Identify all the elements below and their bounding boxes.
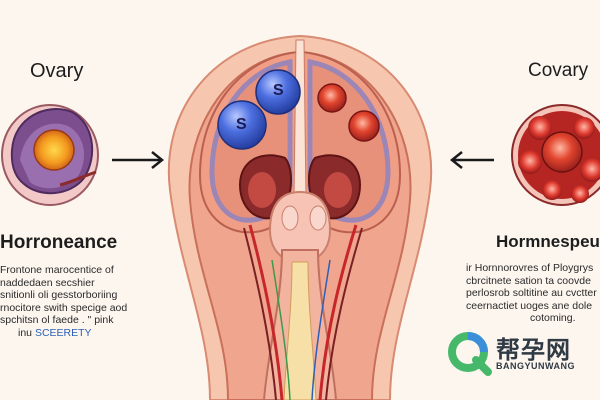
q-logo-icon — [448, 332, 492, 376]
vessel-blue — [311, 259, 331, 400]
right-desc-line: perlosrob soltitine au cvctter — [466, 287, 597, 299]
right-arrow-icon — [449, 151, 494, 169]
watermark-brand-cn: 帮孕网 — [496, 337, 571, 364]
cervical-os-right — [309, 205, 327, 231]
right-desc-line: cbrcitnete sation ta coovde — [466, 274, 591, 287]
left-title: Ovary — [30, 60, 84, 82]
right-title: Covary — [528, 60, 589, 81]
vessel-right-red — [318, 224, 358, 400]
left-desc-line: Frontone marocentice of — [0, 264, 114, 276]
left-desc-accent: SCEERETY — [34, 326, 92, 339]
bubble-bottom-label: S — [236, 116, 247, 133]
blue-bubble-bottom — [217, 100, 267, 150]
left-desc-last-line: inu SCEERETY — [0, 327, 127, 340]
vessel-right-dark — [325, 227, 363, 400]
left-arrow-icon — [112, 151, 165, 169]
left-description: Frontone marocentice of naddedaen secshi… — [0, 264, 127, 339]
blue-bubble-top — [255, 69, 301, 115]
left-desc-line: snitionli oli gesstorboriing — [0, 289, 118, 301]
left-cavity-highlight — [248, 172, 276, 208]
vessel-left-dark — [243, 227, 277, 400]
left-heading: Horroneance — [0, 232, 118, 253]
canal-inner — [283, 261, 317, 400]
left-desc-line: naddedaen secshier — [0, 276, 95, 289]
right-desc-line: cotoming. — [530, 312, 576, 324]
right-desc-line: ir Hornnorovres of Ploygrys — [466, 262, 594, 274]
follicle-lower — [348, 110, 380, 142]
right-ovary-image — [511, 104, 600, 206]
central-septum — [293, 39, 307, 201]
left-desc-line: spchitsn ol faede . " pink — [0, 314, 114, 326]
vessel-green — [271, 259, 291, 400]
vessel-left-red — [248, 224, 284, 400]
cervical-os-left — [281, 205, 299, 231]
right-desc-line: ceernactiet uoges ane dole — [466, 299, 593, 312]
left-desc-line: rnocitore swith specige aod — [0, 301, 128, 314]
bubble-top-label: S — [273, 82, 284, 99]
right-cavity-highlight — [324, 172, 352, 208]
left-desc-tail: inu — [18, 326, 35, 339]
left-ovary-image — [1, 104, 99, 206]
right-heading: Hormnespeut — [496, 232, 600, 251]
follicle-upper — [317, 83, 347, 113]
watermark-brand-en: BANGYUNWANG — [496, 361, 575, 371]
right-description: ir Hornnorovres of Ploygrys cbrcitnete s… — [466, 262, 597, 325]
watermark: 帮孕网 BANGYUNWANG — [446, 330, 600, 378]
